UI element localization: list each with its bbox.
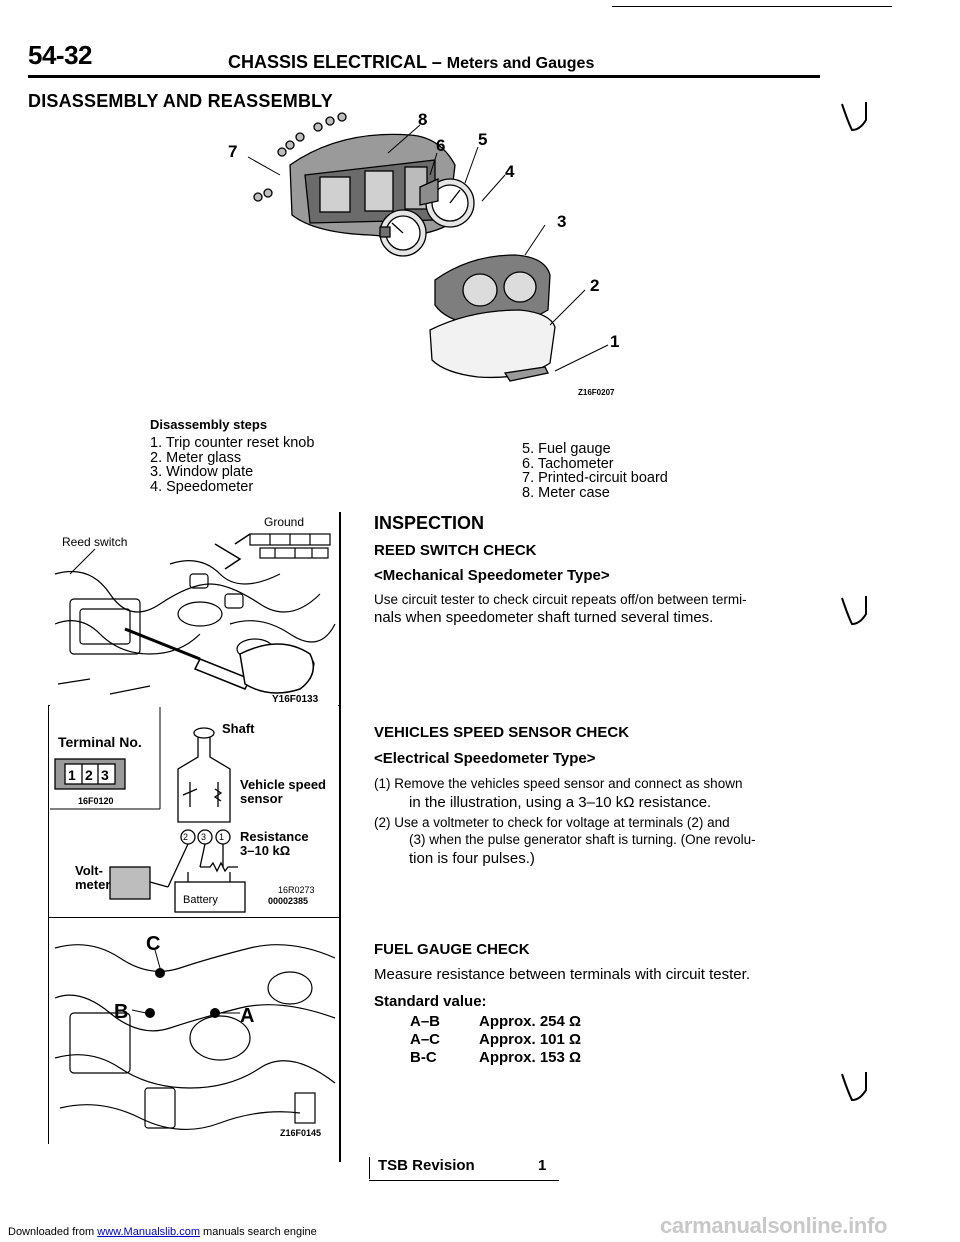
header-section: CHASSIS ELECTRICAL [228, 52, 427, 72]
label-ground: Ground [264, 515, 304, 529]
reed-switch-text-1: Use circuit tester to check circuit repe… [374, 592, 747, 607]
fuel-gauge-text: Measure resistance between terminals wit… [374, 966, 750, 983]
vss-line-3: (2) Use a voltmeter to check for voltage… [374, 815, 730, 830]
step-item: 7. Printed-circuit board [522, 470, 668, 486]
step-item: 5. Fuel gauge [522, 441, 611, 457]
terminal-2: 2 [85, 767, 93, 783]
footer-site-link[interactable]: www.Manualslib.com [97, 1226, 200, 1238]
callout-6: 6 [436, 136, 445, 155]
step-item: 3. Window plate [150, 464, 254, 480]
step-item: 2. Meter glass [150, 449, 242, 466]
callout-4: 4 [505, 162, 515, 181]
reed-figure-code: Y16F0133 [272, 694, 319, 705]
vss-line-2: in the illustration, using a 3–10 kΩ res… [409, 794, 712, 811]
callout-3: 3 [557, 212, 566, 231]
step-item: 1. Trip counter reset knob [150, 435, 315, 451]
circle-terminal-1: 1 [219, 832, 224, 842]
footer-tail: manuals search engine [203, 1226, 317, 1238]
sensor-figure-code-2: 00002385 [268, 896, 308, 906]
step-item: 4. Speedometer [150, 478, 254, 495]
vss-check-title: VEHICLES SPEED SENSOR CHECK [374, 724, 630, 741]
label-terminal-no: Terminal No. [58, 734, 142, 750]
spec-terminals-ab: A–B [410, 1013, 441, 1030]
margin-mark [841, 1072, 867, 1102]
vss-line-4: (3) when the pulse generator shaft is tu… [409, 832, 756, 847]
callout-1: 1 [610, 332, 619, 351]
figure-code: Z16F0207 [578, 388, 615, 397]
footer-downloaded: Downloaded from [8, 1226, 95, 1238]
tsb-revision-label: TSB Revision [378, 1157, 475, 1174]
tsb-rule [369, 1180, 559, 1181]
header-title: CHASSIS ELECTRICAL – Meters and Gauges [228, 52, 594, 73]
reed-switch-type: <Mechanical Speedometer Type> [374, 567, 610, 584]
steps-right: 5. Fuel gauge 6. Tachometer 7. Printed-c… [522, 442, 668, 500]
label-battery: Battery [183, 894, 218, 906]
watermark: carmanualsonline.info [660, 1213, 888, 1238]
fuel-gauge-figure: C B A Z16F0145 [54, 933, 336, 1138]
header-rule [28, 75, 820, 78]
spec-terminals-bc: B-C [410, 1049, 437, 1066]
standard-value-label: Standard value: [374, 993, 487, 1010]
step-item: 6. Tachometer [522, 455, 614, 472]
circle-terminal-3: 3 [201, 832, 206, 842]
header-subsection: Meters and Gauges [446, 55, 595, 72]
sensor-figure-code-1: 16R0273 [278, 885, 315, 895]
reed-switch-figure: Ground Reed switch Y16F0133 [50, 514, 338, 706]
figure-left-border [48, 706, 49, 1144]
inspection-title: INSPECTION [374, 513, 485, 533]
label-shaft: Shaft [222, 721, 255, 736]
spec-value-ac: Approx. 101 Ω [479, 1031, 582, 1048]
spec-value-ab: Approx. 254 Ω [479, 1013, 582, 1030]
label-volt: Volt- [75, 863, 103, 878]
label-vss-2: sensor [240, 791, 283, 806]
vss-line-1: (1) Remove the vehicles speed sensor and… [374, 776, 743, 791]
terminal-1: 1 [68, 767, 76, 783]
figure-column-divider [339, 512, 341, 1162]
circle-terminal-2: 2 [183, 832, 188, 842]
figure-separator-2 [48, 917, 340, 918]
fuel-label-c: C [146, 933, 160, 955]
fuel-gauge-check-title: FUEL GAUGE CHECK [374, 941, 530, 958]
header-dash: – [431, 52, 442, 72]
reed-switch-check-title: REED SWITCH CHECK [374, 542, 537, 559]
callout-5: 5 [478, 130, 487, 149]
label-reed-switch: Reed switch [62, 535, 127, 549]
footer: Downloaded from www.Manualslib.com manua… [8, 1226, 317, 1238]
step-item: 8. Meter case [522, 484, 610, 501]
vss-line-5: tion is four pulses.) [409, 850, 535, 867]
vss-type: <Electrical Speedometer Type> [374, 750, 596, 767]
callout-7: 7 [228, 142, 237, 161]
label-resistance: Resistance [240, 829, 309, 844]
steps-title: Disassembly steps [150, 417, 268, 432]
top-rule [612, 6, 892, 7]
margin-mark [841, 102, 867, 132]
fuel-figure-code: Z16F0145 [280, 1128, 321, 1138]
steps-left: 1. Trip counter reset knob 2. Meter glas… [150, 436, 314, 494]
callout-8: 8 [418, 110, 427, 129]
section-title: DISASSEMBLY AND REASSEMBLY [28, 91, 333, 111]
fuel-label-a: A [240, 1005, 254, 1027]
speed-sensor-figure: Terminal No. 1 2 3 16F0120 2 3 1 Shaft V… [50, 707, 326, 913]
spec-value-bc: Approx. 153 Ω [479, 1049, 582, 1066]
label-resistance-value: 3–10 kΩ [240, 843, 290, 858]
margin-mark [841, 596, 867, 626]
callout-2: 2 [590, 276, 599, 295]
terminal-3: 3 [101, 767, 109, 783]
terminal-code: 16F0120 [78, 796, 114, 806]
label-vss-1: Vehicle speed [240, 777, 326, 792]
tsb-revision-number: 1 [538, 1157, 547, 1174]
spec-terminals-ac: A–C [410, 1031, 441, 1048]
reed-switch-text-2: nals when speedometer shaft turned sever… [374, 609, 714, 626]
exploded-meter-diagram: 7 8 6 5 4 3 2 1 Z16F0207 [228, 110, 619, 397]
fuel-label-b: B [114, 1001, 128, 1023]
tsb-left-bar [369, 1157, 370, 1179]
page-number: 54-32 [28, 40, 93, 70]
label-meter: meter [75, 877, 110, 892]
